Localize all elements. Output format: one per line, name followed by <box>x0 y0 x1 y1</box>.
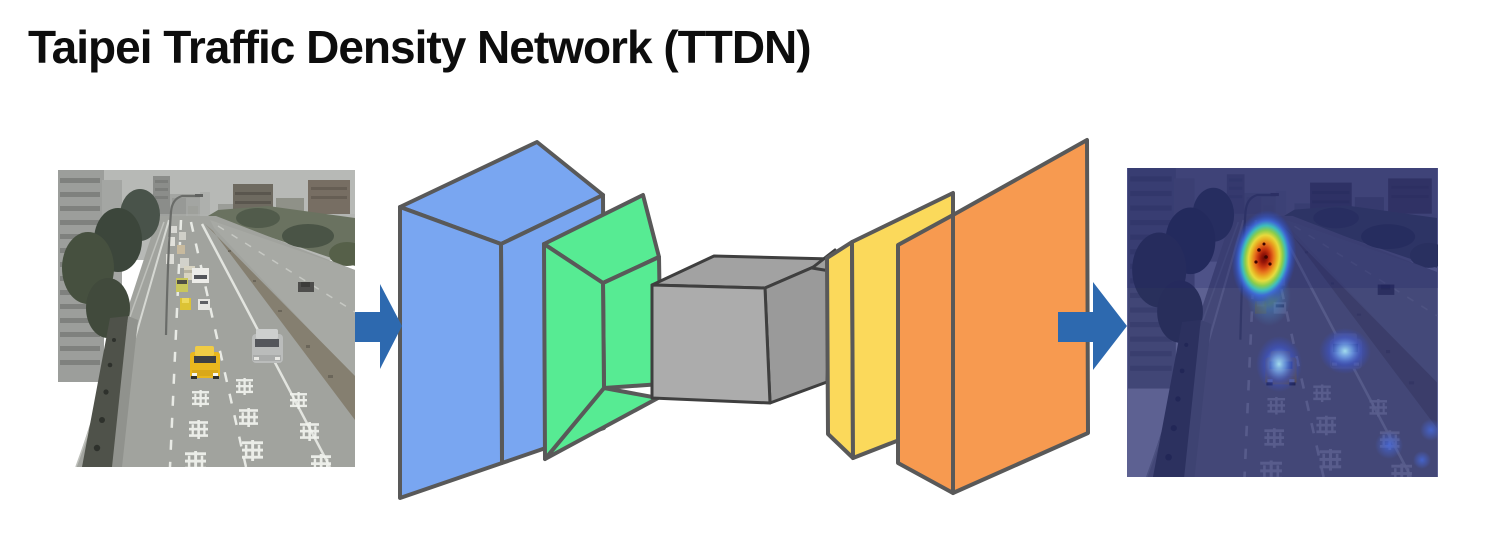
small-glow-2 <box>1420 419 1438 441</box>
block2-front-face <box>542 242 606 461</box>
block1-front-face <box>398 205 504 500</box>
network-to-output-arrow-icon <box>1058 282 1127 370</box>
input-to-network-arrow-icon <box>355 284 402 369</box>
car-glow-1 <box>1256 336 1302 392</box>
page-title: Taipei Traffic Density Network (TTDN) <box>28 21 812 73</box>
output-density-map <box>1127 168 1438 477</box>
density-hotspots <box>1231 210 1438 469</box>
car-glow-2 <box>1319 328 1371 374</box>
small-glow-1 <box>1375 431 1403 459</box>
main-hotspot <box>1231 210 1297 306</box>
cube-front-face <box>650 283 772 405</box>
block4-front-face <box>951 138 1090 495</box>
encoder-conv-block-2 <box>542 193 663 461</box>
block4-side-face <box>896 213 955 495</box>
hotspot-speckles <box>1254 242 1272 266</box>
decoder-conv-block-2 <box>896 138 1090 495</box>
small-glow-3 <box>1413 451 1431 469</box>
block3-side-face <box>825 240 855 460</box>
bottleneck-cube <box>650 254 834 405</box>
